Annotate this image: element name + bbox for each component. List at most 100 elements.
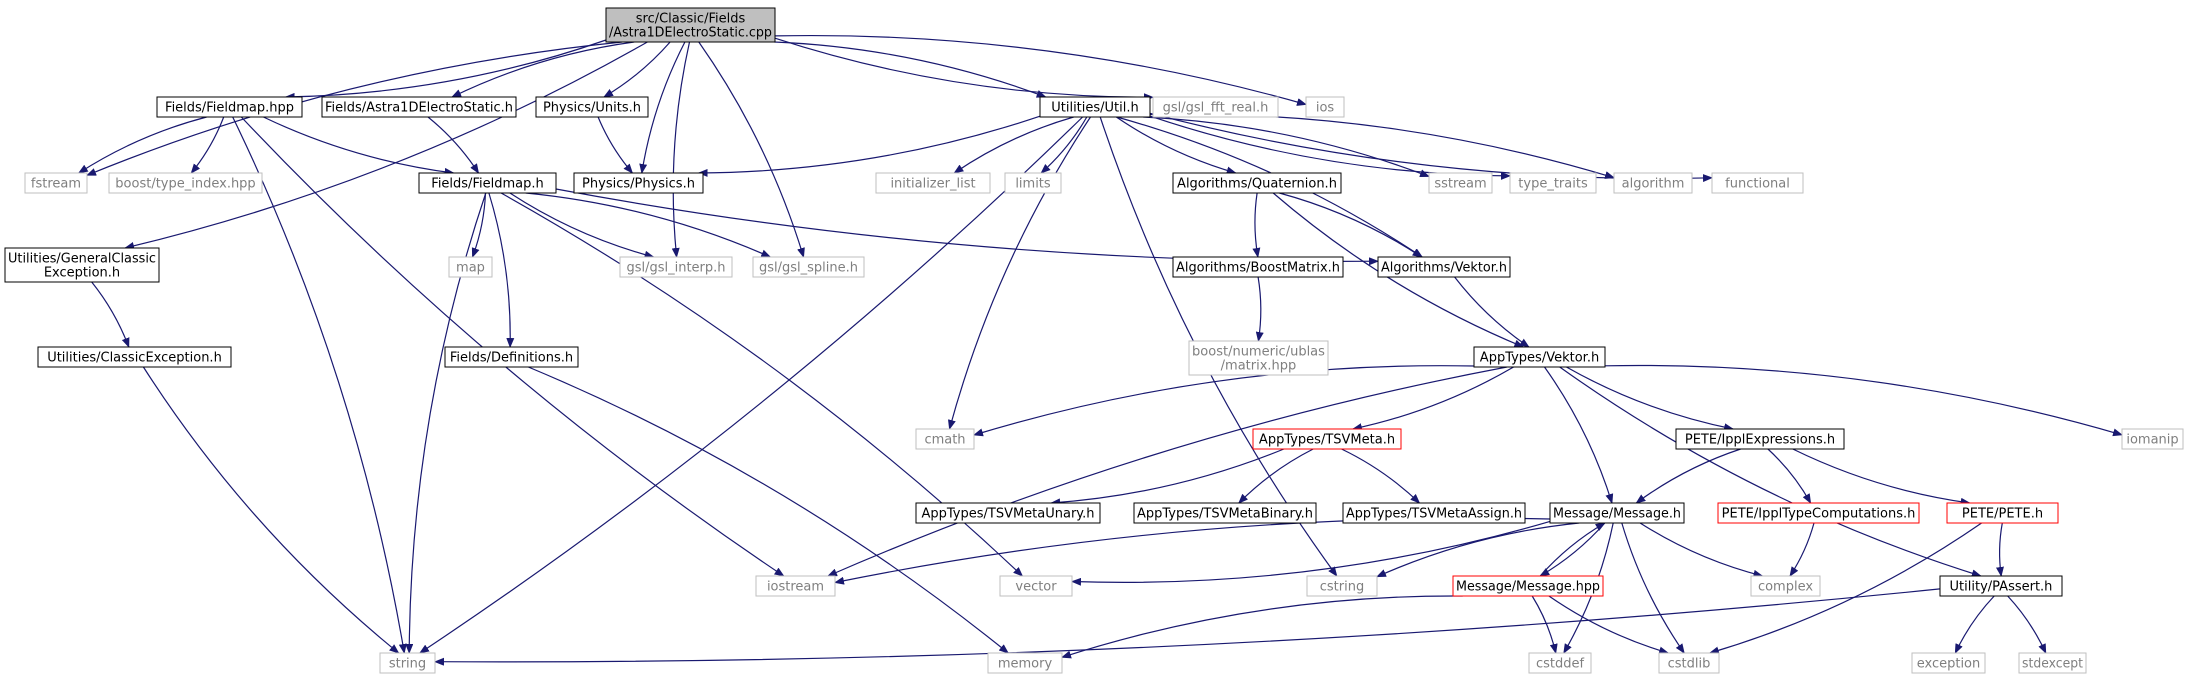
node-label: cstddef — [1536, 657, 1585, 672]
node-fieldmap_hpp[interactable]: Fields/Fieldmap.hpp — [156, 96, 303, 118]
node-box — [1717, 502, 1920, 524]
node-appvektor[interactable]: AppTypes/Vektor.h — [1473, 346, 1606, 368]
node-box — [1377, 256, 1511, 278]
edge-astra_h-to-fieldmap_h — [427, 116, 480, 174]
node-label: sstream — [1434, 177, 1486, 192]
edge-message_h-to-vector — [1071, 520, 1551, 586]
node-tsvassign[interactable]: AppTypes/TSVMetaAssign.h — [1342, 502, 1526, 524]
node-box — [108, 172, 263, 194]
edge-fieldmap_h-to-map — [471, 192, 487, 258]
node-box — [987, 652, 1063, 674]
node-typetraits: type_traits — [1509, 172, 1597, 194]
node-label: Fields/Fieldmap.hpp — [165, 101, 294, 116]
edge-root-to-gsl_fft — [774, 37, 1154, 102]
node-box — [915, 428, 975, 450]
node-iomanip: iomanip — [2121, 428, 2184, 450]
edge-root-to-gsl_spline — [698, 41, 805, 258]
node-astra_h[interactable]: Fields/Astra1DElectroStatic.h — [321, 96, 517, 118]
node-label: Utilities/ClassicException.h — [47, 351, 222, 366]
edge-util-to-typetraits — [1149, 115, 1511, 180]
node-label: src/Classic/Fields — [636, 12, 746, 27]
node-label: vector — [1015, 580, 1057, 595]
node-box — [573, 172, 704, 194]
node-vektor_alg[interactable]: Algorithms/Vektor.h — [1377, 256, 1511, 278]
node-typeindex: boost/type_index.hpp — [108, 172, 263, 194]
node-ipplexpr[interactable]: PETE/IpplExpressions.h — [1675, 428, 1845, 450]
node-quaternion[interactable]: Algorithms/Quaternion.h — [1172, 172, 1342, 194]
edge-message_h-to-iostream — [834, 517, 1551, 585]
node-ippltypecomp[interactable]: PETE/IpplTypeComputations.h — [1717, 502, 1920, 524]
node-map: map — [448, 256, 493, 278]
edge-util-to-quaternion — [1115, 116, 1237, 175]
edge-util-to-limits — [1040, 116, 1088, 174]
node-tsvbinary[interactable]: AppTypes/TSVMetaBinary.h — [1133, 502, 1317, 524]
edge-appvektor-to-cmath — [973, 365, 1475, 437]
node-sstream: sstream — [1428, 172, 1493, 194]
node-box — [755, 575, 836, 597]
node-box — [1252, 428, 1402, 450]
node-label: limits — [1015, 177, 1051, 192]
node-box — [1152, 96, 1279, 118]
edge-pete-to-cstdlib — [1708, 522, 1982, 655]
edge-definitions-to-memory — [528, 366, 1009, 654]
node-pete[interactable]: PETE/PETE.h — [1946, 502, 2059, 524]
node-label: map — [456, 261, 485, 276]
edge-util-to-cmath — [948, 116, 1092, 430]
node-boostmatrix[interactable]: Algorithms/BoostMatrix.h — [1172, 256, 1344, 278]
edge-tsvmeta-to-tsvunary — [1050, 448, 1285, 507]
node-box — [535, 96, 649, 118]
node-tsvunary[interactable]: AppTypes/TSVMetaUnary.h — [915, 502, 1101, 524]
node-box — [1452, 575, 1604, 597]
node-label: AppTypes/TSVMetaAssign.h — [1346, 507, 1522, 522]
node-box — [4, 247, 160, 283]
node-fieldmap_h[interactable]: Fields/Fieldmap.h — [418, 172, 557, 194]
edge-passert-to-exception — [1954, 595, 1995, 654]
node-util[interactable]: Utilities/Util.h — [1039, 96, 1151, 118]
node-label: PETE/PETE.h — [1962, 507, 2043, 522]
node-root[interactable]: src/Classic/Fields/Astra1DElectroStatic.… — [605, 7, 776, 43]
node-box — [379, 652, 436, 674]
node-units[interactable]: Physics/Units.h — [535, 96, 649, 118]
node-label: Message/Message.h — [1553, 507, 1681, 522]
node-label: cstring — [1320, 580, 1364, 595]
edge-root-to-astra_h — [451, 41, 635, 98]
node-string: string — [379, 652, 436, 674]
edge-message_h-to-message_hpp — [1539, 522, 1606, 577]
edge-util-to-initlist — [953, 116, 1074, 174]
node-box — [1428, 172, 1493, 194]
node-passert[interactable]: Utility/PAssert.h — [1939, 575, 2063, 597]
node-box — [37, 346, 232, 368]
node-label: complex — [1758, 580, 1813, 595]
node-iostream: iostream — [755, 575, 836, 597]
node-box — [1946, 502, 2059, 524]
edge-message_h-to-cstring — [1376, 522, 1580, 578]
node-label: fstream — [31, 177, 81, 192]
node-label: Utilities/GeneralClassic — [8, 252, 156, 267]
edge-message_h-to-complex — [1639, 522, 1764, 578]
edge-tsvmeta-to-tsvassign — [1341, 448, 1421, 504]
node-initlist: initializer_list — [875, 172, 991, 194]
node-box — [619, 256, 733, 278]
edge-message_h-to-cstdlib — [1621, 522, 1685, 654]
node-message_h[interactable]: Message/Message.h — [1549, 502, 1685, 524]
edge-fieldmap_hpp-to-fstream — [77, 116, 207, 174]
node-box — [1172, 172, 1342, 194]
node-label: iomanip — [2126, 433, 2178, 448]
node-label: iostream — [767, 580, 824, 595]
node-box — [1658, 652, 1720, 674]
node-label: AppTypes/TSVMetaUnary.h — [921, 507, 1094, 522]
edge-passert-to-string — [434, 588, 1941, 666]
node-box — [321, 96, 517, 118]
node-definitions[interactable]: Fields/Definitions.h — [444, 346, 579, 368]
node-label: gsl/gsl_spline.h — [759, 261, 858, 276]
node-stdexcept: stdexcept — [2018, 652, 2087, 674]
node-box — [1675, 428, 1845, 450]
edge-fieldmap_hpp-to-typeindex — [190, 116, 225, 174]
node-tsvmeta[interactable]: AppTypes/TSVMeta.h — [1252, 428, 1402, 450]
node-classicexc[interactable]: Utilities/ClassicException.h — [37, 346, 232, 368]
node-message_hpp[interactable]: Message/Message.hpp — [1452, 575, 1604, 597]
node-physics[interactable]: Physics/Physics.h — [573, 172, 704, 194]
node-label: cmath — [924, 433, 965, 448]
